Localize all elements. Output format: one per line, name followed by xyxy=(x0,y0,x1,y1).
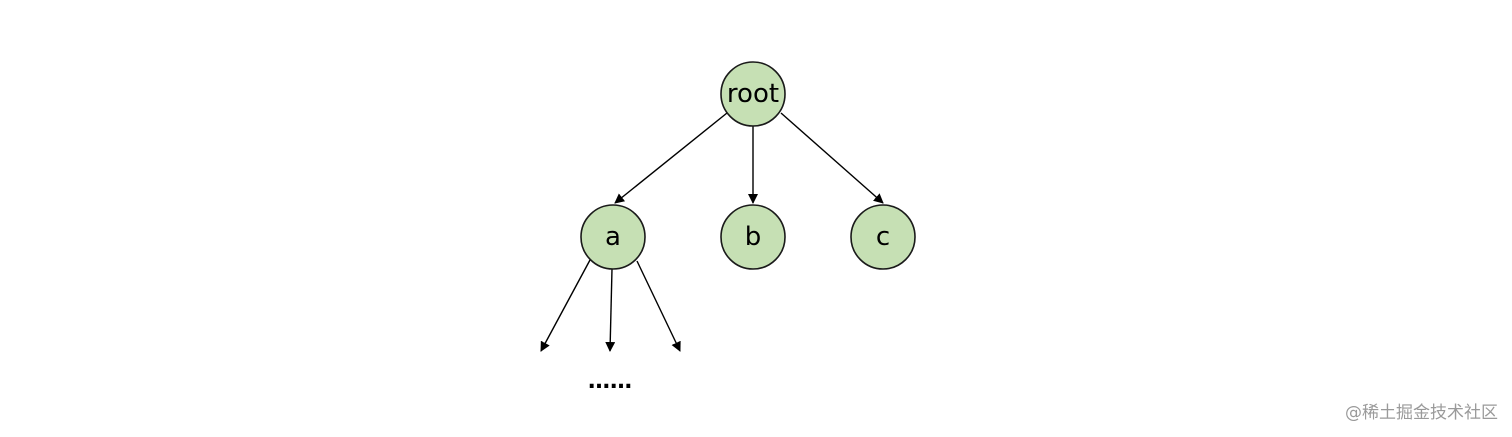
node-c: c xyxy=(850,204,916,270)
edge-a-child-1 xyxy=(540,259,591,352)
node-a: a xyxy=(580,204,646,270)
node-root-label: root xyxy=(727,79,779,109)
node-b: b xyxy=(720,204,786,270)
node-a-circle xyxy=(580,204,646,270)
watermark: @稀土掘金技术社区 xyxy=(1345,403,1498,423)
edge-a-child-2 xyxy=(605,268,616,352)
node-c-circle xyxy=(850,204,916,270)
edge-root-c xyxy=(780,112,884,204)
edge-a-child-3 xyxy=(636,260,681,352)
node-b-label: b xyxy=(745,222,762,252)
node-root-circle xyxy=(720,61,786,127)
node-c-label: c xyxy=(876,222,890,252)
node-a-label: a xyxy=(605,222,621,252)
edge-root-a xyxy=(614,112,728,204)
node-b-circle xyxy=(720,204,786,270)
node-root: root xyxy=(720,61,786,127)
continuation-ellipsis: …… xyxy=(588,369,632,394)
